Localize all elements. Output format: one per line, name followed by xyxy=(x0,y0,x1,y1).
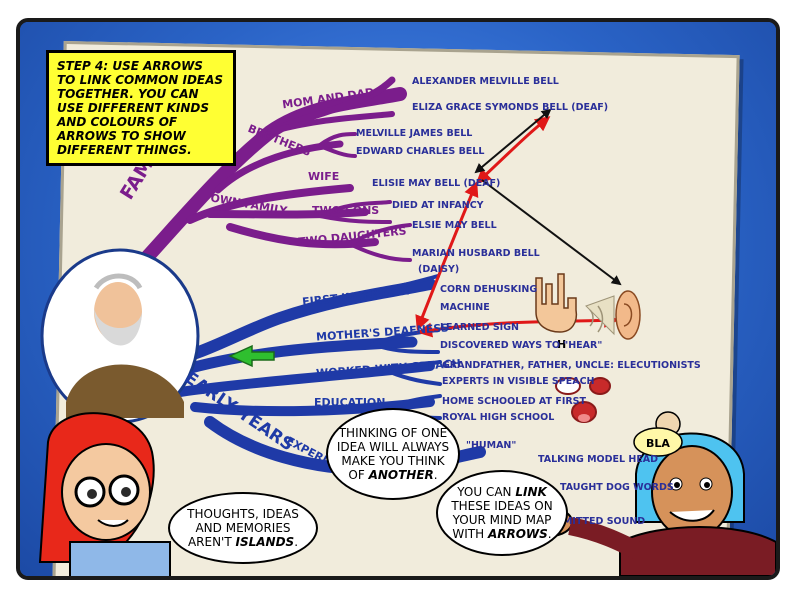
speech-bubble-right: YOU CAN LINK THESE IDEAS ON YOUR MIND MA… xyxy=(436,470,568,556)
comic-panel: H xyxy=(16,18,780,580)
bubble-left-emphasis: ISLANDS xyxy=(235,535,295,549)
red-arrow-deafness-ear xyxy=(417,312,619,338)
leaf-experiment-3: SMITTED SOUND xyxy=(556,516,646,527)
leaf-daughter-1: ELSIE MAY BELL xyxy=(412,220,497,231)
bell-portrait xyxy=(40,248,200,424)
mouth-icons xyxy=(555,377,611,423)
leaf-education-2: ROYAL HIGH SCHOOL xyxy=(442,412,555,423)
red-arrow-wife-mother xyxy=(475,116,551,185)
blue-haired-character xyxy=(527,411,776,576)
caption-step-number: STEP 4: xyxy=(57,59,109,73)
leaf-deafness-1: LEARNED SIGN xyxy=(440,322,519,333)
leaf-daughter-2: MARIAN HUSBARD BELL xyxy=(412,248,540,259)
leaf-brother-1: MELVILLE JAMES BELL xyxy=(356,128,473,139)
sign-letter: H xyxy=(557,338,566,351)
leaf-brother-2: EDWARD CHARLES BELL xyxy=(356,146,485,157)
blah-text: BLA xyxy=(646,437,670,450)
bubble-middle-end: . xyxy=(433,468,438,482)
sign-hand-icon xyxy=(535,273,578,333)
caption-text: USE ARROWS TO LINK COMMON IDEAS TOGETHER… xyxy=(57,59,224,157)
leaf-experiment-2: TAUGHT DOG WORDS xyxy=(560,482,674,493)
ear-icon xyxy=(585,290,641,340)
link-arrows xyxy=(415,108,622,338)
branch-wife: WIFE xyxy=(308,170,340,183)
bubble-middle-emphasis: ANOTHER xyxy=(368,468,434,482)
branch-two-sons: TWO SONS xyxy=(312,204,380,217)
green-arrow-icon xyxy=(228,344,275,368)
bubble-middle-text: THINKING OF ONE IDEA WILL ALWAYS MAKE YO… xyxy=(336,426,450,482)
leaf-sons: DIED AT INFANCY xyxy=(392,200,484,211)
bubble-right-text: YOU CAN xyxy=(457,485,516,499)
leaf-wife: ELISIE MAY BELL (DEAF) xyxy=(372,178,501,189)
bubble-right-emphasis-1: LINK xyxy=(515,485,547,499)
leaf-father: ALEXANDER MELVILLE BELL xyxy=(412,76,559,87)
red-arrow-deafness-wife xyxy=(415,181,479,331)
black-arrow-wife-mother xyxy=(474,108,552,174)
red-haired-character xyxy=(38,412,171,576)
leaf-speach-1: GRANDFATHER, FATHER, UNCLE: ELECUTIONIST… xyxy=(442,360,701,371)
bubble-right-text-2: THESE IDEAS ON YOUR MIND MAP WITH xyxy=(451,499,553,541)
branch-education: EDUCATION xyxy=(314,396,386,409)
leaf-invention-2: MACHINE xyxy=(440,302,490,313)
leaf-daughter-2-nickname: (DAISY) xyxy=(418,264,460,275)
leaf-speach-2: EXPERTS IN VISIBLE SPEACH xyxy=(442,376,595,387)
bubble-right-end: . xyxy=(547,527,552,541)
family-branches xyxy=(121,76,412,285)
bubble-left-end: . xyxy=(294,535,299,549)
speech-bubble-middle: THINKING OF ONE IDEA WILL ALWAYS MAKE YO… xyxy=(326,408,460,500)
leaf-deafness-2: DISCOVERED WAYS TO "HEAR" xyxy=(440,340,603,351)
bubble-right-emphasis-2: ARROWS xyxy=(487,527,548,541)
leaf-education-1: HOME SCHOOLED AT FIRST xyxy=(442,396,586,407)
speech-bubble-left: THOUGHTS, IDEAS AND MEMORIES AREN'T ISLA… xyxy=(168,492,318,564)
leaf-experiment-human: "HUMAN" xyxy=(466,440,517,451)
black-arrow-wife-ear xyxy=(481,179,622,286)
leaf-mother: ELIZA GRACE SYMONDS BELL (DEAF) xyxy=(412,102,609,113)
bubble-left-text: THOUGHTS, IDEAS AND MEMORIES AREN'T xyxy=(187,507,299,549)
leaf-invention-1: CORN DEHUSKING xyxy=(440,284,538,295)
step-caption: STEP 4: USE ARROWS TO LINK COMMON IDEAS … xyxy=(46,50,236,166)
leaf-experiment-1: TALKING MODEL HEAD xyxy=(538,454,659,465)
